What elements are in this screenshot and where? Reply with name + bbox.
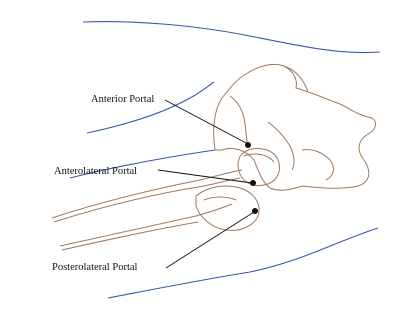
olecranon-detail [230, 96, 248, 146]
trochlea-detail [302, 149, 333, 180]
skin-outline-lower [108, 228, 378, 298]
portal-dot-anterior [245, 142, 251, 148]
label-anterior-portal: Anterior Portal [91, 94, 154, 105]
portal-dot-anterolateral [250, 180, 256, 186]
skin-outlines [70, 22, 380, 298]
leader-posterolateral [166, 212, 254, 268]
forearm-bone-lower-inner [62, 222, 198, 250]
ulna-head-detail [204, 197, 236, 200]
portal-dot-posterolateral [252, 208, 258, 214]
epicondyle-detail [268, 122, 294, 170]
humerus-outline [214, 64, 376, 190]
skin-outline-upper-arm [87, 82, 214, 133]
bone-outlines [52, 64, 375, 250]
portal-labels: Anterior Portal Anterolateral Portal Pos… [52, 94, 154, 273]
portal-dots [245, 142, 258, 214]
forearm-bone-upper-inner [54, 178, 240, 222]
label-anterolateral-portal: Anterolateral Portal [54, 166, 137, 177]
leader-anterolateral [158, 170, 252, 183]
label-posterolateral-portal: Posterolateral Portal [52, 262, 138, 273]
forearm-bone-lower [60, 204, 232, 246]
ulna-head-outline [196, 186, 259, 230]
skin-outline-top [83, 22, 380, 53]
leader-anterior [165, 100, 248, 144]
leader-lines [158, 100, 254, 268]
